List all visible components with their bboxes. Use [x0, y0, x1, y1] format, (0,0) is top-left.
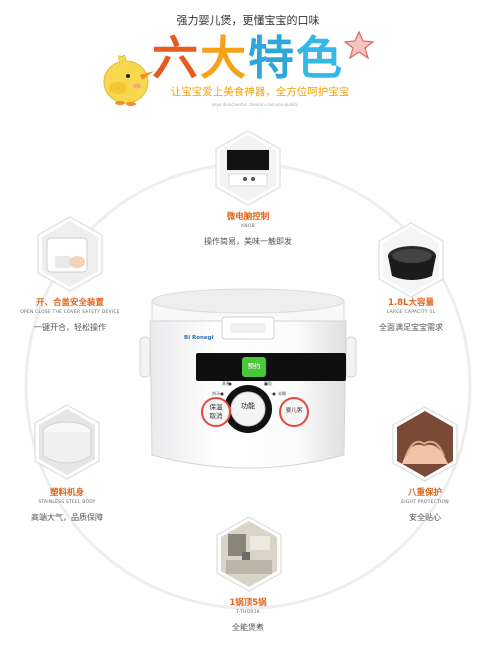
rice-cooker-body	[139, 288, 357, 469]
feature-6-en: T-THOR16	[236, 610, 260, 615]
feature-1-desc: 操作简易，美味一触即发	[204, 237, 292, 246]
feature-5-desc: 安全贴心	[409, 513, 441, 522]
function-knob-label: 功能	[241, 402, 255, 410]
indicator-label-4: 米糊	[278, 391, 286, 396]
baby-porridge-button[interactable]: 婴儿粥	[279, 397, 309, 427]
feature-4-title: 塑料机身	[49, 488, 84, 498]
feature-3-desc: 全面满足宝宝需求	[379, 323, 443, 332]
title-char-2: 大	[200, 31, 248, 85]
feature-1-title: 微电脑控制	[226, 212, 270, 222]
feature-5-en: EIGHT PROTECTION	[401, 500, 449, 505]
reserve-button-label: 预约	[247, 362, 261, 370]
header-subtitle: 让宝宝爱上美食神器，全方位呵护宝宝	[170, 86, 350, 98]
feature-2-en: OPEN CLOSE THE COVER SAFETY DEVICE	[20, 310, 120, 315]
function-knob[interactable]: 功能	[234, 402, 262, 416]
feature-image-inner-pot	[378, 222, 444, 298]
feature-image-body	[34, 404, 100, 480]
header-tagline: 强力婴儿煲，更懂宝宝的口味	[176, 14, 320, 27]
feature-2-title: 开、合盖安全装置	[35, 298, 104, 308]
baby-porridge-label: 婴儿粥	[285, 408, 303, 414]
feature-6-desc: 全能煲煮	[232, 623, 264, 632]
page-title: 六大特色	[143, 30, 353, 86]
feature-1-en: KNOB	[241, 224, 255, 229]
feature-image-panel	[215, 130, 281, 206]
indicator-label-1: 蒸煮	[222, 381, 230, 386]
title-char-1: 六	[152, 31, 200, 85]
feature-2-desc: 一键开合，轻松操作	[34, 323, 106, 332]
feature-image-hands	[392, 406, 458, 482]
reserve-button[interactable]: 预约	[242, 357, 266, 377]
title-char-3: 特	[248, 31, 296, 85]
feature-3-title: 1.8L大容量	[388, 298, 434, 308]
keep-warm-cancel-button[interactable]: 保温 取消	[201, 397, 231, 427]
feature-5-title: 八重保护	[407, 488, 442, 498]
rice-cooker-product: Bi Ronegi 预约 蒸煮 稀饭 热汤 米糊 保温 取消 功能 婴儿粥	[138, 285, 358, 480]
feature-3-en: LARGE CAPACITY 5L	[386, 310, 436, 315]
cancel-label: 取消	[209, 412, 223, 420]
feature-image-kitchen	[216, 516, 282, 592]
keep-warm-label: 保温	[209, 403, 223, 411]
feature-image-lid	[37, 216, 103, 292]
chick-mascot-icon	[103, 54, 154, 106]
feature-4-en: STAINLESS STEEL BODY	[38, 500, 96, 505]
cooker-brand-logo: Bi Ronegi	[184, 335, 214, 341]
feature-4-desc: 高端大气，品质保障	[31, 513, 103, 522]
title-char-4: 色	[296, 31, 344, 85]
feature-6-title: 1锅顶5锅	[229, 598, 267, 608]
star-icon	[343, 30, 375, 60]
indicator-label-3: 热汤	[212, 391, 220, 396]
header-small-line: yoyo dianchenfan zhenrun cool-you-qualit…	[211, 102, 299, 107]
indicator-label-2: 稀饭	[264, 381, 272, 386]
